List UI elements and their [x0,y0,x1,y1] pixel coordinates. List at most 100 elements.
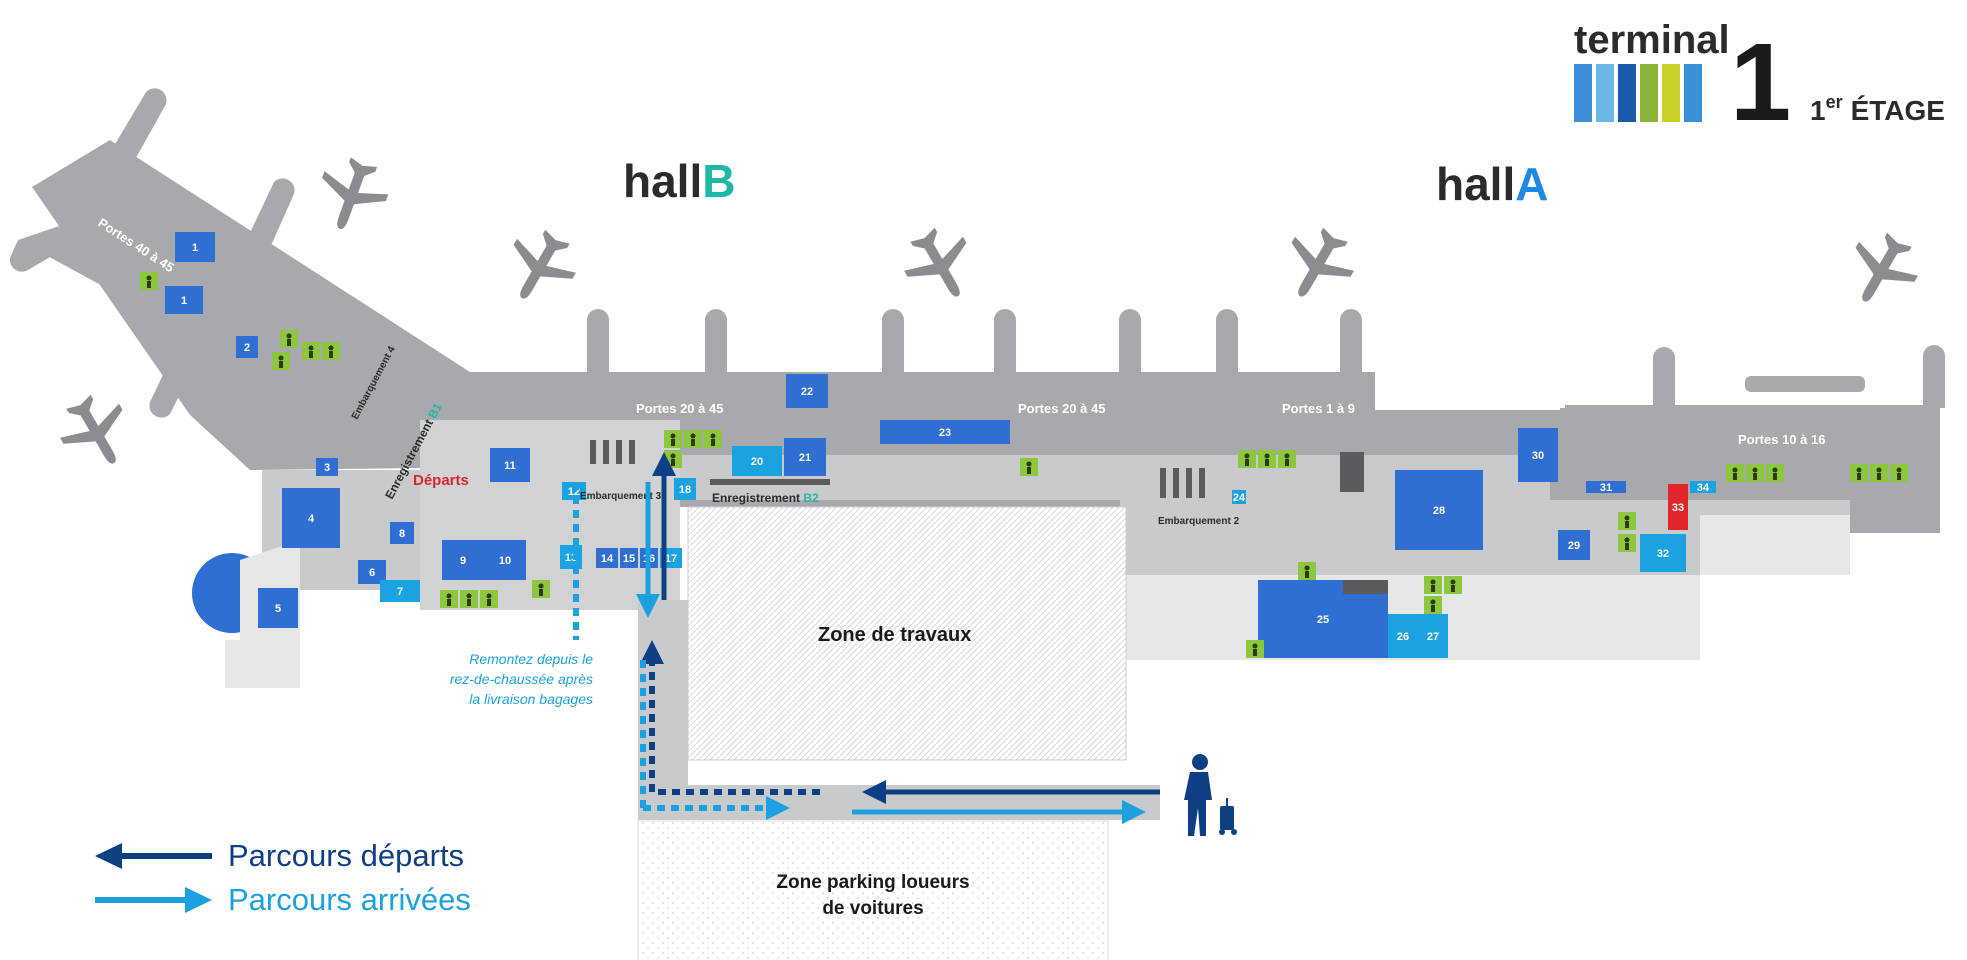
logo-stripe [1574,64,1592,122]
shop-label: 9 [460,555,466,567]
airplane-icon [893,217,988,314]
logo-stripe [1684,64,1702,122]
shop-label: 8 [399,528,405,540]
shop-label: 24 [1233,492,1246,504]
airplane-icon [49,384,144,481]
shop-label: 11 [504,460,516,472]
shop-30: 30 [1518,428,1558,482]
zone-parking [637,820,1109,960]
logo-stripe [1640,64,1658,122]
shop-label: 33 [1672,502,1684,514]
logo-stripe [1618,64,1636,122]
shop-15: 15 [620,548,638,568]
area-embarquement-3: Embarquement 3 [580,491,662,502]
shop-label: 14 [601,553,614,565]
shop-33: 33 [1668,484,1688,530]
shop-34: 34 [1690,481,1716,494]
shop-label: 10 [499,555,511,567]
shop-label: 15 [623,553,635,565]
logo-stripe [1596,64,1614,122]
area-departs: Départs [413,472,469,489]
svg-text:la livraison bagages: la livraison bagages [469,691,593,707]
area-enregistrement-b2: Enregistrement B2 [712,491,819,505]
shop-label: 32 [1657,548,1669,560]
shop-label: 5 [275,603,281,615]
shop-20: 20 [732,446,782,476]
shop-label: 1 [181,295,187,307]
shop-22: 22 [786,374,828,408]
shop-21: 21 [784,438,826,476]
shop-27: 27 [1418,614,1448,658]
area-portes-10-16: Portes 10 à 16 [1738,432,1825,447]
logo-stripe [1662,64,1680,122]
svg-text:rez-de-chaussée après: rez-de-chaussée après [450,671,593,687]
shop-8: 8 [390,522,414,544]
area-embarquement-2: Embarquement 2 [1158,516,1240,527]
shop-23: 23 [880,420,1010,444]
shop-label: 29 [1568,540,1580,552]
shop-label: 7 [397,586,403,598]
shop-7: 7 [380,580,420,602]
shop-label: 17 [665,553,677,565]
airplane-icon [1270,217,1365,314]
zone-travaux [687,506,1127,761]
shop-24: 24 [1232,490,1246,504]
svg-text:1: 1 [1730,21,1791,144]
shops-layer: 1123456789101112131415161718202122232425… [165,232,1716,658]
shop-label: 3 [324,462,330,474]
escalators [590,440,1388,594]
legend-departs-label: Parcours départs [228,838,465,873]
shop-label: 25 [1317,614,1329,626]
area-portes-20-45-right: Portes 20 à 45 [1018,401,1105,416]
shop-11: 11 [490,448,530,482]
shop-31: 31 [1586,481,1626,494]
legend-arrivees-label: Parcours arrivées [228,882,471,917]
shop-26: 26 [1388,614,1418,658]
shop-label: 23 [939,427,951,439]
shop-label: 30 [1532,450,1544,462]
shop-label: 21 [799,452,811,464]
shop-2: 2 [236,336,258,358]
traveler-icon [1184,754,1237,836]
shop-label: 28 [1433,505,1445,517]
shop-9: 9 [442,540,484,580]
legend-departs-arrow [95,843,212,869]
shop-label: 22 [801,386,813,398]
zone-travaux-label: Zone de travaux [818,624,971,646]
hall-a-title: hallA [1436,158,1548,210]
shop-label: 20 [751,456,763,468]
route-departs [640,452,1160,804]
shop-32: 32 [1640,534,1686,572]
zone-parking-label-2: de voitures [822,898,923,919]
access-corridor [638,600,1160,820]
shop-label: 34 [1697,482,1710,494]
airplane-icon [307,150,396,241]
shop-28: 28 [1395,470,1483,550]
shop-1b: 1 [165,286,203,314]
shop-label: 2 [244,342,250,354]
svg-text:terminal: terminal [1574,18,1730,62]
zone-parking-label-1: Zone parking loueurs [776,872,969,893]
hall-b-title: hallB [623,155,735,207]
shop-label: 6 [369,567,375,579]
shop-label: 4 [308,513,315,525]
svg-text:Remontez depuis le: Remontez depuis le [469,651,593,667]
shop-1a: 1 [175,232,215,262]
shop-4: 4 [282,488,340,548]
shop-29: 29 [1558,530,1590,560]
shop-10: 10 [484,540,526,580]
arrival-note: Remontez depuis le rez-de-chaussée après… [450,651,593,707]
airplane-icon [1834,222,1929,319]
shop-14: 14 [596,548,618,568]
legend-arrivees-arrow [95,887,212,913]
area-portes-20-45-left: Portes 20 à 45 [636,401,723,416]
shop-label: 1 [192,242,198,254]
shop-18: 18 [674,478,696,500]
route-arrivees [573,482,1146,824]
service-icons [140,272,1908,658]
shop-5: 5 [258,588,298,628]
shop-3: 3 [316,458,338,476]
shop-label: 31 [1600,482,1612,494]
